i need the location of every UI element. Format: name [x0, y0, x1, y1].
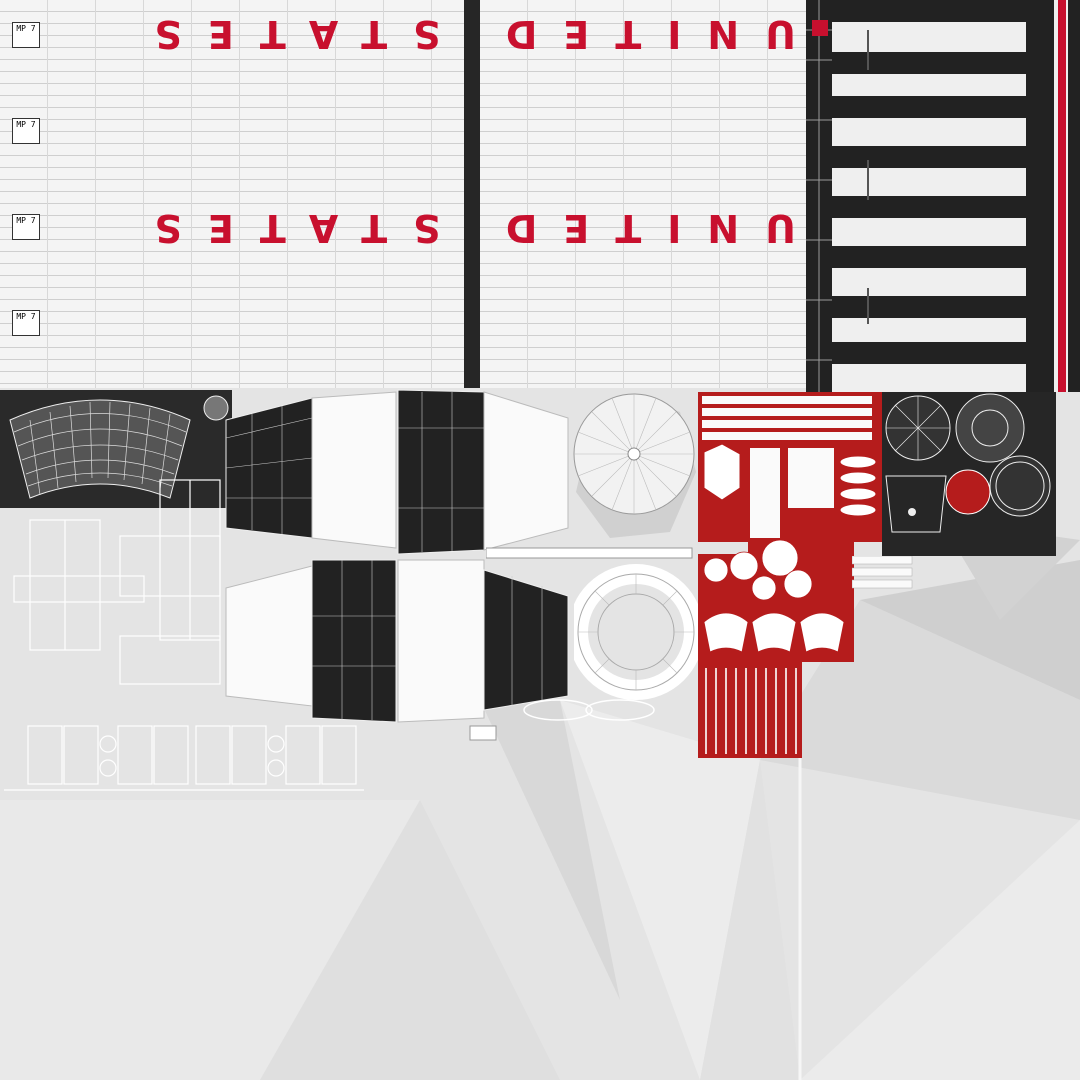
panel-grid [0, 0, 808, 388]
stencil-tag: MP 7 [12, 118, 40, 144]
stencil-tag: MP 7 [12, 214, 40, 240]
fuselage-panel: UNITED STATES UNITED STATES MP 7 MP 7 MP… [0, 0, 808, 388]
lettering-row-2: UNITED STATES [128, 206, 797, 250]
wireframe-links [523, 699, 655, 721]
small-part [469, 725, 497, 741]
curved-grid-panel [0, 390, 232, 508]
stripe-parts [852, 556, 913, 589]
box-panel-top [225, 389, 569, 555]
striped-panel [806, 0, 1080, 392]
lettering-text-2: UNITED STATES [128, 206, 797, 250]
ring-panel [574, 564, 698, 700]
dark-circles-panel [882, 392, 1056, 556]
disc-panel [573, 393, 696, 538]
lettering-row-1: UNITED STATES [128, 12, 797, 56]
red-parts-panel [698, 392, 882, 758]
wireframe-boxes [4, 725, 364, 791]
stencil-tag: MP 7 [12, 310, 40, 336]
lettering-text-1: UNITED STATES [128, 12, 797, 56]
wireframe-cross [13, 479, 221, 685]
wireframe-strip [486, 547, 693, 559]
box-panel-bottom [225, 559, 569, 723]
stencil-tag: MP 7 [12, 22, 40, 48]
